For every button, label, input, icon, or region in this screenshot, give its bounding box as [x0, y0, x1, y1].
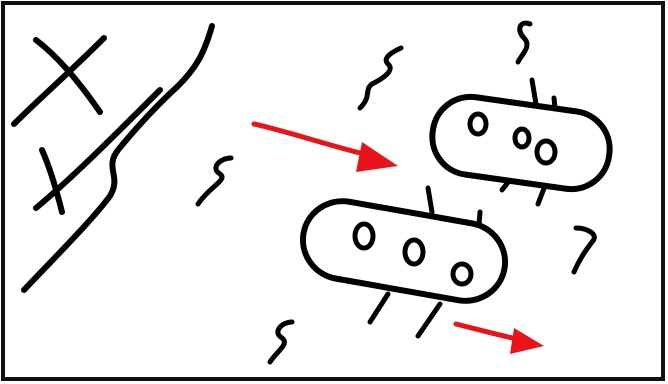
squiggle-1 — [360, 48, 401, 108]
arrow-upper-head — [356, 142, 398, 172]
sketch-line-1 — [14, 38, 104, 124]
left-sketch-lines — [14, 26, 212, 290]
arrow-lower — [456, 324, 544, 354]
capsule-upper-right-body — [427, 92, 614, 194]
arrow-lower-shaft — [456, 324, 522, 340]
capsule-upper-right — [427, 80, 614, 204]
squiggle-5 — [270, 322, 292, 362]
sketch-line-5 — [24, 26, 212, 290]
capsule-lower-middle — [297, 188, 511, 336]
arrow-lower-head — [510, 328, 544, 354]
squiggle-4 — [574, 228, 594, 272]
squiggle-marks — [198, 23, 594, 362]
arrow-upper-shaft — [254, 124, 372, 156]
squiggle-2 — [518, 23, 530, 62]
squiggle-3 — [198, 158, 231, 204]
arrow-upper — [254, 124, 398, 172]
